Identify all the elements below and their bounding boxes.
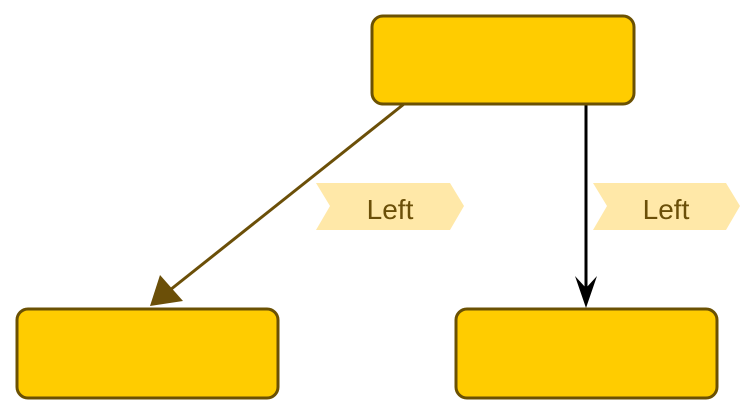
arrowhead-bottom-left-icon [150, 275, 183, 306]
node-bottom-left[interactable] [15, 307, 280, 400]
node-top[interactable] [370, 14, 636, 106]
edge-label-tag-shape [316, 183, 464, 230]
edge-label-left-1: Left [316, 183, 464, 230]
edge-label-left-2: Left [593, 183, 740, 230]
edge-label-text: Left [643, 194, 690, 225]
edge-label-tag-shape [593, 183, 740, 230]
edge-top-to-bottom-left [164, 102, 405, 296]
edge-label-text: Left [367, 194, 414, 225]
node-bottom-right[interactable] [454, 307, 719, 400]
arrowhead-bottom-right-icon [575, 276, 597, 308]
